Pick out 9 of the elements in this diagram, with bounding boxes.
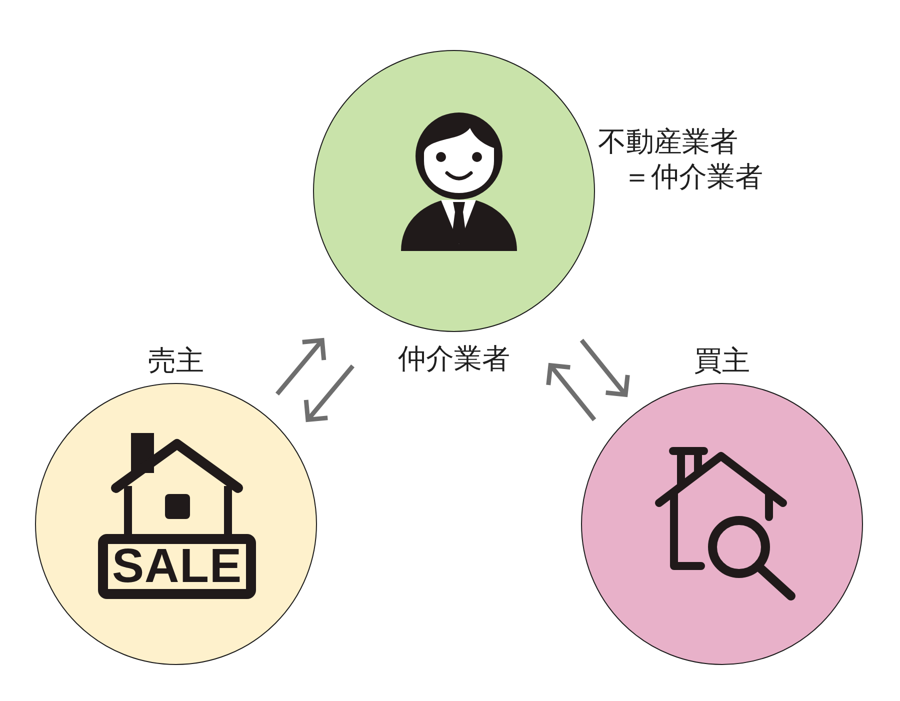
- arrow: [580, 338, 630, 397]
- role-label: 売主: [148, 343, 204, 379]
- note-text: 不動産業者＝仲介業者: [598, 124, 764, 194]
- role-label: 仲介業者: [398, 341, 510, 377]
- arrow: [304, 364, 355, 422]
- arrow: [275, 338, 326, 396]
- role-label: 買主: [694, 343, 750, 379]
- sign-text: SALE: [112, 543, 242, 591]
- arrow: [546, 363, 596, 422]
